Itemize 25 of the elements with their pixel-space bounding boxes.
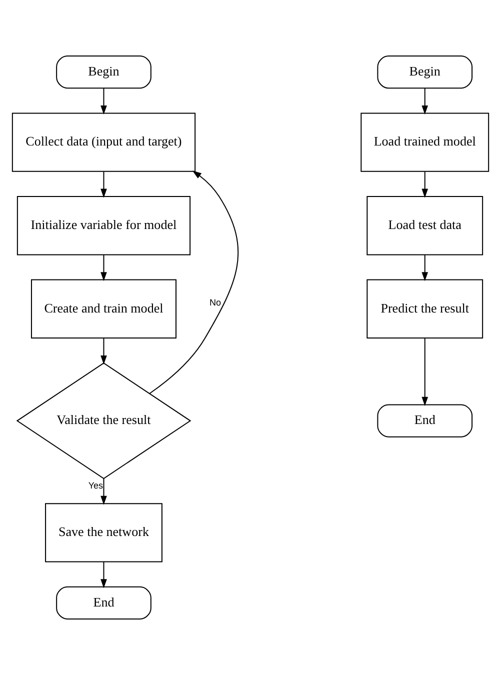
arrow: [100, 562, 107, 588]
arrow: [100, 172, 107, 198]
node-box: End: [377, 404, 473, 438]
node-box: Collect data (input and target): [12, 112, 196, 172]
edge-label: No: [209, 297, 221, 308]
arrow: [422, 255, 428, 282]
arrow: [149, 170, 239, 394]
node-box: Create and train model: [30, 279, 176, 338]
node-box: Initialize variable for model: [16, 196, 191, 256]
arrow: [100, 338, 107, 364]
arrow: [100, 88, 107, 115]
arrow: [422, 338, 428, 406]
arrow: [100, 478, 107, 505]
node-diamond: Validate the result: [16, 362, 192, 480]
node-box: Begin: [56, 56, 152, 89]
node-box: Begin: [377, 56, 473, 89]
edge-label: Yes: [88, 480, 104, 490]
node-box: Predict the result: [366, 279, 484, 338]
arrow: [422, 172, 428, 198]
node-box: Load test data: [366, 196, 484, 256]
arrow: [422, 88, 428, 115]
node-box: Save the network: [45, 503, 162, 562]
node-box: End: [56, 586, 152, 620]
node-box: Load trained model: [360, 112, 490, 172]
arrow: [100, 255, 107, 282]
